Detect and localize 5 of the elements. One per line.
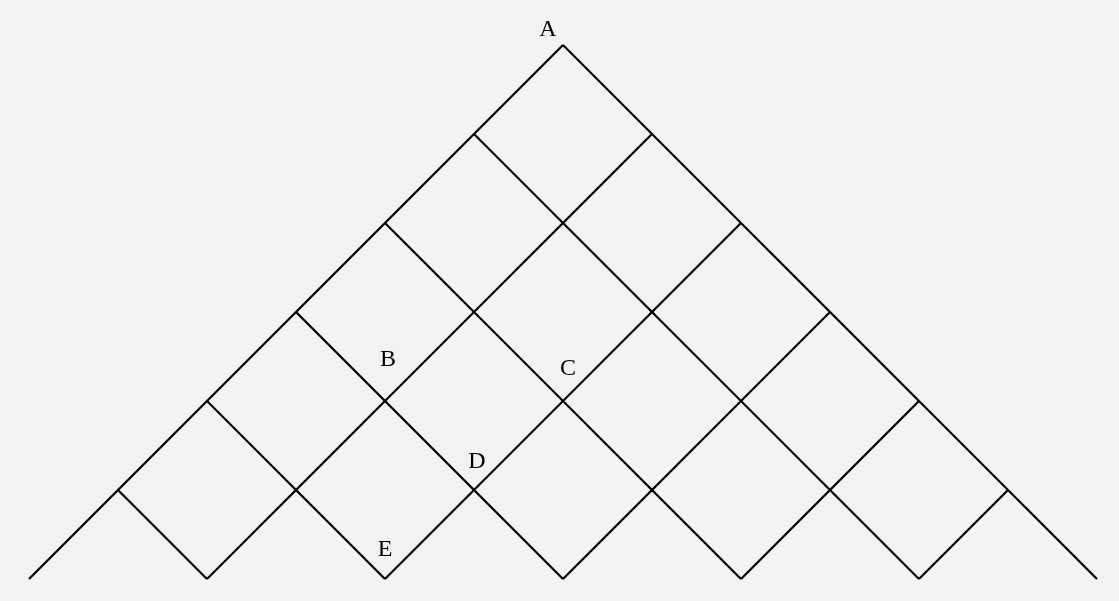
point-label: E — [377, 536, 393, 560]
point-label: A — [539, 16, 557, 40]
point-label: D — [468, 448, 486, 472]
point-label: B — [380, 346, 396, 370]
point-label: C — [560, 355, 576, 379]
